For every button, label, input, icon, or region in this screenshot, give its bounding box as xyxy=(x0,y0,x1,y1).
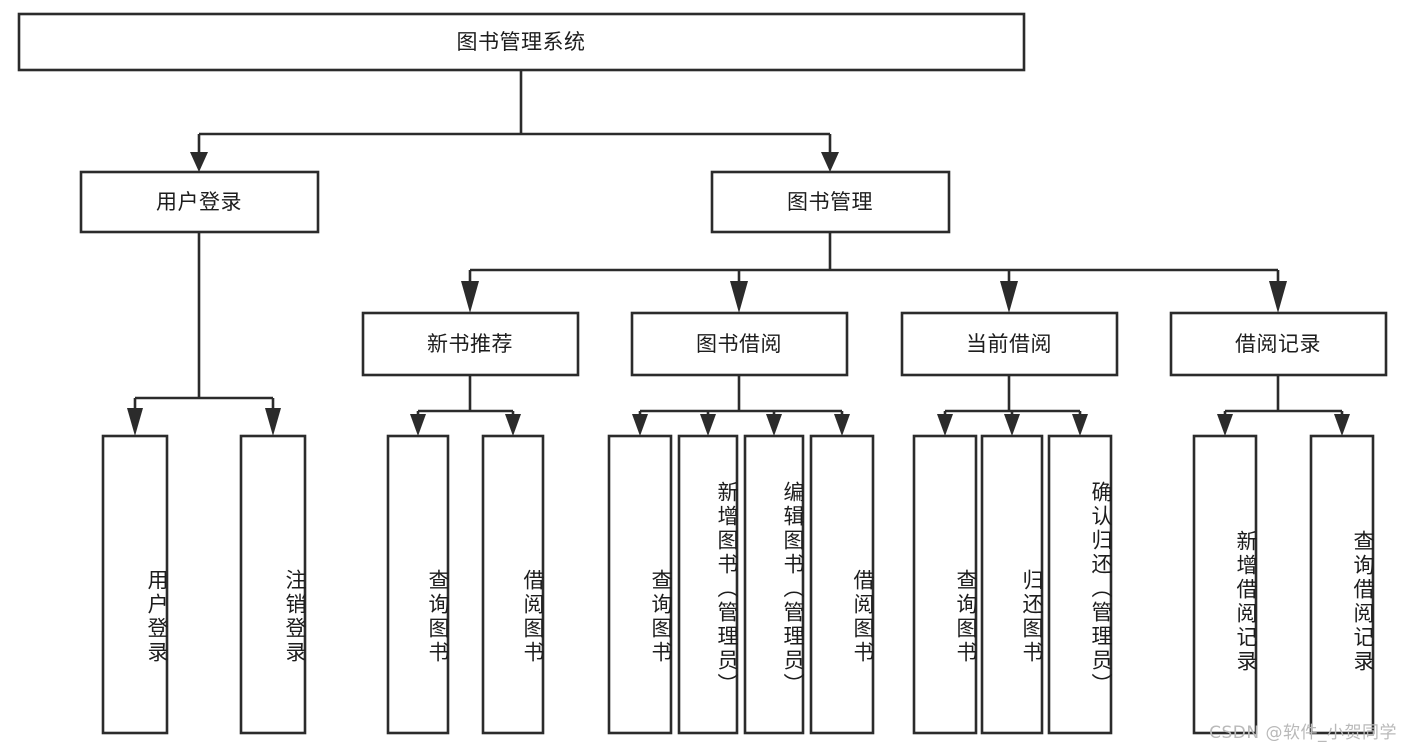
arrow-leaf-query-book-2 xyxy=(632,414,648,436)
node-user-login-label: 用户登录 xyxy=(156,190,242,214)
node-borrow-record-box[interactable] xyxy=(1169,311,1388,377)
arrow-leaf-borrow-book-1 xyxy=(505,414,521,436)
node-book-manage-box[interactable] xyxy=(710,170,951,234)
node-leaf-confirm-return-box[interactable] xyxy=(1047,434,1113,735)
arrow-leaf-query-book-3 xyxy=(937,414,953,436)
arrow-book-borrow xyxy=(730,281,748,313)
node-leaf-borrow-book-2-box[interactable] xyxy=(809,434,875,735)
node-book-manage-label: 图书管理 xyxy=(787,190,873,214)
arrow-leaf-add-book xyxy=(700,414,716,436)
watermark-text: CSDN @软件_小贺同学 xyxy=(1209,723,1397,743)
node-current-borrow-box[interactable] xyxy=(900,311,1119,377)
arrow-leaf-add-record xyxy=(1217,414,1233,436)
arrow-borrow-record xyxy=(1269,281,1287,313)
arrow-leaf-return-book xyxy=(1004,414,1020,436)
node-leaf-add-record-box[interactable] xyxy=(1192,434,1258,735)
node-root-box[interactable] xyxy=(17,12,1026,72)
arrow-user-login xyxy=(190,152,208,172)
arrow-new-book-rec xyxy=(461,281,479,313)
node-leaf-query-record-box[interactable] xyxy=(1309,434,1375,735)
arrow-leaf-edit-book xyxy=(766,414,782,436)
node-root-label: 图书管理系统 xyxy=(457,30,586,54)
arrow-current-borrow xyxy=(1000,281,1018,313)
node-leaf-query-book-2-box[interactable] xyxy=(607,434,673,735)
node-current-borrow-label: 当前借阅 xyxy=(966,332,1052,356)
node-new-book-rec-box[interactable] xyxy=(361,311,580,377)
node-leaf-edit-book-box[interactable] xyxy=(743,434,805,735)
node-book-borrow-label: 图书借阅 xyxy=(696,332,782,356)
arrow-leaf-confirm-return xyxy=(1072,414,1088,436)
node-leaf-query-book-1-box[interactable] xyxy=(386,434,450,735)
node-leaf-add-book-box[interactable] xyxy=(677,434,739,735)
node-leaf-query-book-3-box[interactable] xyxy=(912,434,978,735)
node-book-borrow-box[interactable] xyxy=(630,311,849,377)
arrow-leaf-borrow-book-2 xyxy=(834,414,850,436)
node-leaf-borrow-book-1-box[interactable] xyxy=(481,434,545,735)
node-new-book-rec-label: 新书推荐 xyxy=(427,332,513,356)
arrow-leaf-query-book-1 xyxy=(410,414,426,436)
arrow-leaf-user-login xyxy=(127,408,143,436)
arrow-book-manage xyxy=(821,152,839,172)
node-layer: 图书管理系统 用户登录 图书管理 新书推荐 图书借阅 当前借阅 借阅记录 xyxy=(17,12,1388,735)
node-borrow-record-label: 借阅记录 xyxy=(1235,332,1321,356)
node-leaf-return-book-box[interactable] xyxy=(980,434,1044,735)
node-user-login-box[interactable] xyxy=(79,170,320,234)
node-leaf-logout-box[interactable] xyxy=(239,434,307,735)
connector-layer xyxy=(127,70,1350,436)
node-leaf-user-login-box[interactable] xyxy=(101,434,169,735)
arrow-leaf-logout xyxy=(265,408,281,436)
arrow-leaf-query-record xyxy=(1334,414,1350,436)
